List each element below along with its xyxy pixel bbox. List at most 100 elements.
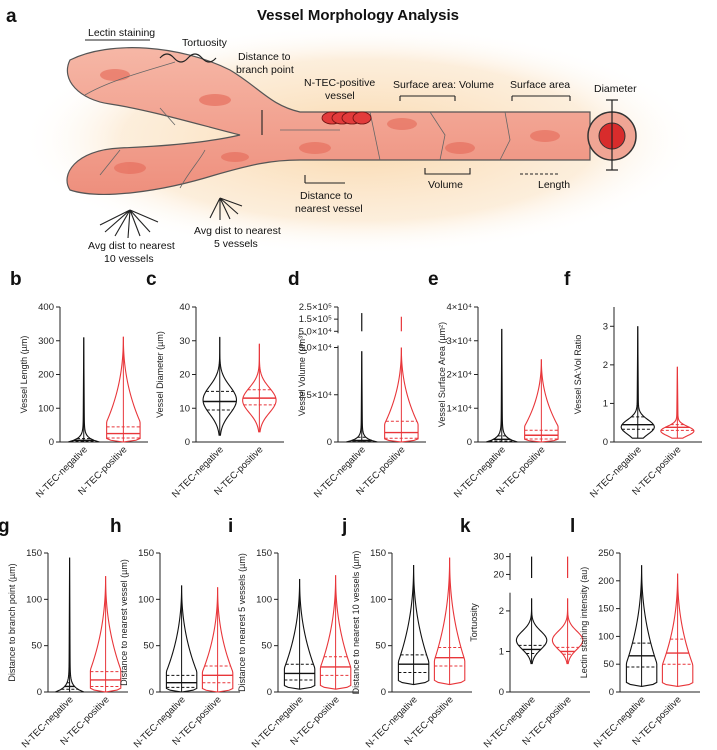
diameter-cap [587,99,637,171]
yticklabel-b-1: 100 [38,403,54,414]
yticklabel-l-1: 50 [603,659,614,670]
label-avg5-1: Avg dist to nearest [194,225,281,237]
yticklabel-k-1: 1 [499,646,504,657]
label-ntec-1: N-TEC-positive [304,77,375,89]
figure-title: Vessel Morphology Analysis [257,7,459,24]
label-avg10-1: Avg dist to nearest [88,240,175,252]
yticklabel-b-4: 400 [38,302,54,313]
panel-letter-d: d [288,269,300,290]
yticklabel-l-2: 100 [598,631,614,642]
yticklabel-d-2: 5.0×10⁴ [299,343,332,354]
panel-letter-a: a [6,6,17,27]
panel-letter-b: b [10,269,22,290]
yticklabel-f-3: 3 [603,321,608,332]
yticklabel-g-2: 100 [26,594,42,605]
yticklabel-c-1: 10 [179,403,190,414]
yticklabel-c-0: 0 [185,437,190,448]
yticklabel-h-1: 50 [143,641,154,652]
ylabel-j: Distance to nearest 10 vessels (µm) [351,551,361,695]
endothelial-cells [100,69,560,174]
ylabel-b: Vessel Length (µm) [19,336,29,414]
yticklabel-j-0: 0 [381,687,386,698]
yticklabel-b-0: 0 [49,437,54,448]
axis-break-k [507,580,513,593]
yticklabel-e-0: 0 [467,437,472,448]
yticklabel-i-2: 100 [256,594,272,605]
ylabel-h: Distance to nearest vessel (µm) [119,559,129,686]
yticklabel-e-4: 4×10⁴ [447,302,472,313]
ylabel-g: Distance to branch point (µm) [7,563,17,681]
label-nearest-1: Distance to [300,190,353,202]
yticklabel-f-0: 0 [603,437,608,448]
chart-k: kTortuosityN-TEC-negativeN-TEC-positive0… [460,516,590,750]
label-tortuosity: Tortuosity [182,37,228,49]
yticklabel-e-1: 1×10⁴ [447,403,472,414]
ylabel-i: Distance to nearest 5 vessels (µm) [237,553,247,692]
yticklabel-b-2: 200 [38,370,54,381]
yticklabel-l-4: 200 [598,576,614,587]
label-savol: Surface area: Volume [393,79,494,91]
label-avg5-2: 5 vessels [214,238,258,250]
ylabel-k: Tortuosity [469,603,479,642]
yticklabel-d-1: 2.5×10⁴ [299,390,332,401]
panel-a-labels: Lectin staining Tortuosity Distance to b… [88,27,637,265]
panel-letter-g: g [0,516,10,537]
yticklabel-b-3: 300 [38,336,54,347]
violin-k-positive-outline [551,598,584,665]
panel-letter-k: k [460,516,471,537]
yticklabel-k-0: 0 [499,687,504,698]
label-lectin: Lectin staining [88,27,155,39]
tortuosity-wave-icon [159,53,217,63]
yticklabel-k-3: 20 [493,569,504,580]
yticklabel-i-1: 50 [261,641,272,652]
label-ntec-2: vessel [325,90,355,102]
label-volume: Volume [428,179,463,191]
panel-letter-e: e [428,269,439,290]
label-length: Length [538,179,570,191]
yticklabel-j-3: 150 [370,548,386,559]
ntec-cluster [321,111,372,125]
panel-letter-f: f [564,269,571,290]
yticklabel-c-4: 40 [179,302,190,313]
yticklabel-i-3: 150 [256,548,272,559]
yticklabel-g-1: 50 [31,641,42,652]
label-branch-1: Distance to [238,51,291,63]
yticklabel-f-1: 1 [603,398,608,409]
yticklabel-l-0: 0 [609,687,614,698]
yticklabel-k-4: 30 [493,552,504,563]
ylabel-d: Vessel Volume (µm³) [297,333,307,416]
yticklabel-h-2: 100 [138,594,154,605]
ylabel-f: Vessel SA:Vol Ratio [573,335,583,415]
yticklabel-i-0: 0 [267,687,272,698]
yticklabel-j-2: 100 [370,594,386,605]
label-sa: Surface area [510,79,570,91]
ylabel-c: Vessel Diameter (µm) [155,331,165,418]
panel-letter-i: i [228,516,233,537]
panel-letter-c: c [146,269,157,290]
annotation-brackets [85,39,571,239]
panel-letter-j: j [341,516,347,537]
cell-borders [84,61,511,189]
yticklabel-h-0: 0 [149,687,154,698]
panel-letter-l: l [570,516,575,537]
panel-letter-h: h [110,516,122,537]
yticklabel-d-5: 2.5×10⁵ [299,302,332,313]
axis-break-d [335,333,341,346]
yticklabel-c-3: 30 [179,336,190,347]
violin-k-negative-outline [515,598,548,665]
yticklabel-g-0: 0 [37,687,42,698]
label-branch-2: branch point [236,64,294,76]
label-nearest-2: nearest vessel [295,203,363,215]
yticklabel-d-3: 5.0×10⁴ [299,326,332,337]
yticklabel-l-5: 250 [598,548,614,559]
